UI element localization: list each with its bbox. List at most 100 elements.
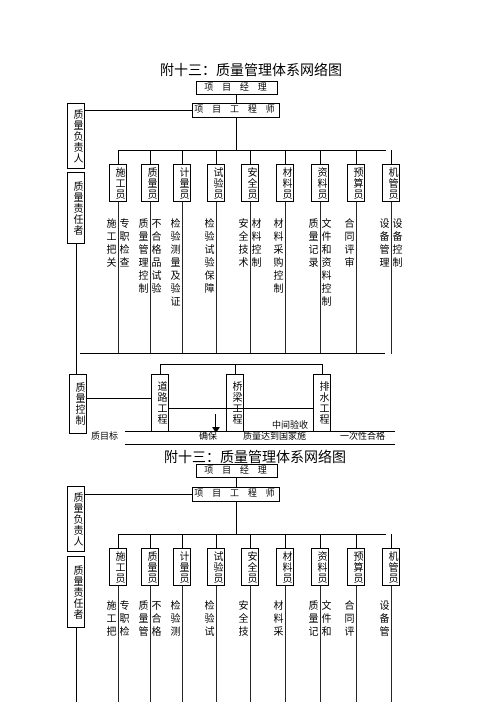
role-label: 质量员 — [145, 550, 156, 584]
project-engineer-box: 项 目 工 程 师 — [192, 487, 280, 502]
role-box: 资料员 — [311, 164, 329, 202]
duty-text: 安全技 — [236, 600, 247, 639]
project-manager-box: 项 目 经 理 — [196, 81, 278, 95]
connector-line — [235, 364, 236, 374]
connector-line — [320, 150, 321, 164]
duty-text: 安全技术 — [236, 218, 247, 270]
bottom-text-ensure: 确保 — [199, 432, 218, 443]
connector-line — [250, 150, 251, 164]
role-box: 安全员 — [241, 164, 259, 202]
role-box: 施工员 — [109, 548, 127, 586]
connector-line — [285, 202, 286, 354]
duty-text: 检验试 — [202, 600, 213, 639]
duty-text: 不合格品试验 — [149, 218, 160, 296]
role-label: 机管员 — [386, 550, 397, 584]
role-label: 材料员 — [280, 166, 291, 200]
quality-lead-label: 质量负责人 — [71, 491, 82, 547]
duty-text: 施工把关 — [104, 218, 115, 270]
connector-line — [150, 202, 151, 354]
connector-line — [391, 586, 392, 702]
role-label: 安全员 — [245, 166, 256, 200]
connector-line — [182, 534, 183, 548]
project-manager-box: 项 目 经 理 — [196, 464, 278, 478]
connector-line — [182, 150, 183, 164]
role-box: 计量员 — [173, 164, 191, 202]
quality-responsible-label: 质量责任者 — [71, 180, 82, 236]
role-box: 材料员 — [276, 548, 294, 586]
duty-text: 专职检 — [117, 600, 128, 639]
bottom-text-midcheck: 中间验收 — [272, 421, 309, 432]
connector-line — [250, 202, 251, 354]
duty-text: 文件和 — [319, 600, 330, 639]
quality-lead-label: 质量负责人 — [71, 108, 82, 164]
connector-line — [285, 534, 286, 548]
connector-line — [320, 534, 321, 548]
role-box: 施工员 — [109, 164, 127, 202]
role-label: 预算员 — [351, 550, 362, 584]
role-label: 试验员 — [211, 550, 222, 584]
connector-line — [76, 244, 77, 374]
duty-text: 检验试验保障 — [202, 218, 213, 296]
work-box-drainage: 排水工程 — [313, 374, 331, 432]
connector-line — [236, 95, 237, 103]
work-label-bridge: 桥梁工程 — [230, 381, 241, 425]
connector-line — [356, 202, 357, 354]
role-box: 机管员 — [382, 548, 400, 586]
bottom-strip-border — [125, 431, 395, 432]
work-box-road: 道路工程 — [151, 374, 169, 432]
connector-line — [182, 586, 183, 702]
role-box: 预算员 — [347, 548, 365, 586]
duty-text: 质量管 — [136, 600, 147, 639]
role-box: 计量员 — [173, 548, 191, 586]
connector-line — [216, 150, 217, 164]
connector-line — [85, 494, 192, 495]
duty-text: 检验测量及验证 — [168, 218, 179, 309]
connector-line — [250, 534, 251, 548]
collect-line — [80, 353, 385, 354]
role-box: 预算员 — [347, 164, 365, 202]
connector-line — [169, 408, 313, 409]
duty-text: 质量记 — [306, 600, 317, 639]
connector-line — [118, 150, 119, 164]
connector-line — [76, 628, 77, 702]
connector-line — [118, 586, 119, 702]
duty-text: 文件和资料控制 — [319, 218, 330, 309]
role-box: 试验员 — [207, 164, 225, 202]
duty-text: 材料控制 — [249, 218, 260, 270]
connector-line — [87, 398, 151, 399]
connector-line — [216, 202, 217, 354]
role-box: 质量员 — [141, 548, 159, 586]
role-label: 施工员 — [113, 550, 124, 584]
duty-text: 设备管理 — [377, 218, 388, 270]
duty-text: 材料采购控制 — [271, 218, 282, 296]
role-label: 计量员 — [177, 550, 188, 584]
duty-text: 施工把 — [104, 600, 115, 639]
quality-control-box: 质量控制 — [69, 374, 87, 434]
bottom-text-goal: 质目标 — [91, 432, 119, 443]
role-label: 安全员 — [245, 550, 256, 584]
role-label: 机管员 — [386, 166, 397, 200]
duty-text: 检验测 — [168, 600, 179, 639]
diagram-title: 附十三：质量管理体系网络图 — [164, 450, 346, 466]
connector-line — [356, 150, 357, 164]
connector-line — [236, 478, 237, 487]
connector-line — [356, 586, 357, 702]
connector-line — [85, 110, 192, 111]
work-label-drainage: 排水工程 — [317, 381, 328, 425]
connector-line — [216, 586, 217, 702]
role-label: 施工员 — [113, 166, 124, 200]
role-label: 试验员 — [211, 166, 222, 200]
connector-line — [150, 150, 151, 164]
role-label: 预算员 — [351, 166, 362, 200]
duty-text: 设备管 — [377, 600, 388, 639]
duty-text: 设备控制 — [390, 218, 401, 270]
connector-line — [320, 202, 321, 354]
role-label: 计量员 — [177, 166, 188, 200]
duty-text: 合同评 — [342, 600, 353, 639]
role-bus-line — [118, 534, 386, 535]
connector-line — [150, 534, 151, 548]
connector-line — [285, 586, 286, 702]
connector-line — [160, 364, 161, 374]
bottom-text-standard: 质量达到国家施 — [243, 432, 307, 443]
connector-line — [285, 150, 286, 164]
